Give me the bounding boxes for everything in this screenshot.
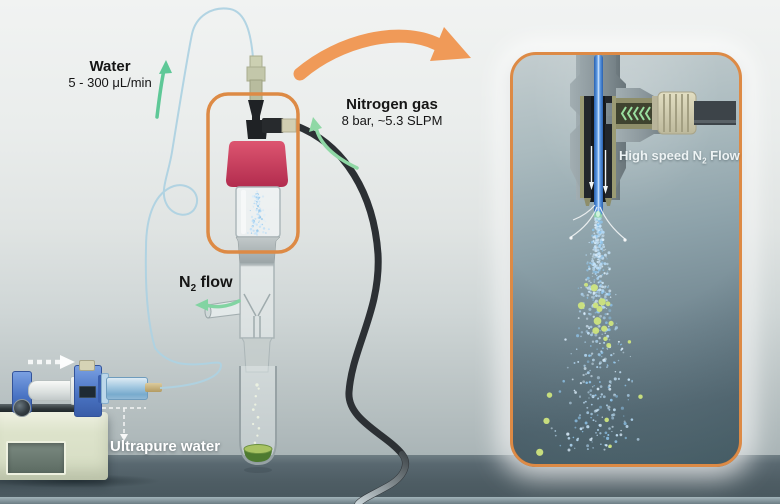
red-cap [226, 141, 288, 187]
falling-droplets [251, 383, 261, 444]
syringe-barrel [106, 377, 148, 400]
high-speed-n2-flow-label: High speed N2 Flow [619, 148, 740, 166]
tee-fitting-top [248, 100, 264, 116]
n2-flow-label: N2 flow [179, 274, 233, 295]
water-label: Water [89, 58, 131, 75]
bench-front-edge [0, 497, 780, 504]
spray-chamber-vial [235, 186, 281, 238]
zoom-arrow-icon [293, 27, 471, 81]
vial-spray-mist [247, 190, 270, 236]
pump-display [6, 441, 66, 475]
collection-test-tube [239, 366, 277, 466]
nitrogen-spec-label: 8 bar, ~5.3 SLPM [341, 113, 443, 128]
nitrogen-tubing [290, 121, 409, 504]
zoom-region-highlight-box [206, 92, 300, 254]
nitrogen-gas-label: Nitrogen gas [346, 96, 438, 113]
carriage-display [79, 386, 96, 398]
pump-knob [13, 399, 31, 417]
pump-rail [0, 404, 102, 412]
syringe-needle-fitting [145, 383, 162, 392]
ultrapure-water-label: Ultrapure water [110, 438, 221, 455]
tee-side-arm [262, 118, 284, 133]
tee-fitting-bottom [246, 120, 268, 139]
inset-panel [510, 52, 742, 467]
carriage-button [79, 360, 95, 371]
gas-inlet-nut [281, 118, 297, 133]
n2-outlet-side-arm [207, 299, 241, 319]
internal-funnel [243, 293, 271, 338]
ultrapure-water-callout-line [102, 407, 146, 441]
pump-direction-arrow-icon [28, 355, 75, 369]
glass-body-tube [239, 263, 275, 339]
ground-glass-joint-lower [241, 337, 273, 373]
water-flow-rate-label: 5 - 300 μL/min [68, 75, 152, 90]
n2-outflow-arrow-icon [195, 299, 241, 311]
water-inlet-fitting [249, 55, 263, 69]
ground-glass-joint-upper [235, 236, 281, 267]
nebulizer-assembly [204, 55, 297, 473]
